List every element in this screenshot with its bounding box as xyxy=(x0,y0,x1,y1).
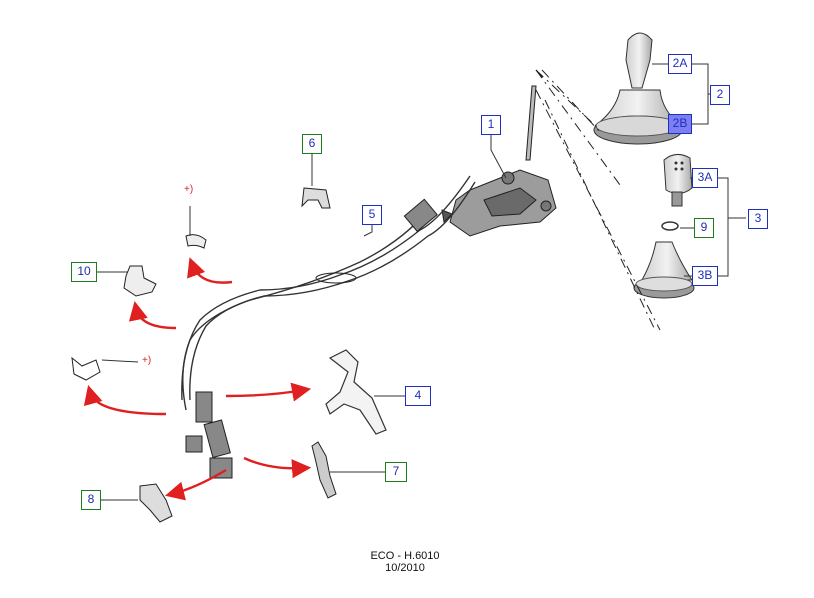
callout-6[interactable]: 6 xyxy=(302,134,322,154)
clip-part-top xyxy=(185,234,207,249)
shift-cables xyxy=(181,175,476,411)
plus-marker-top: +) xyxy=(184,184,194,195)
callout-8[interactable]: 8 xyxy=(81,490,101,510)
plus-marker-mid: +) xyxy=(142,355,152,366)
callout-5[interactable]: 5 xyxy=(362,205,382,225)
boot-3b xyxy=(633,241,695,299)
bracket-part xyxy=(325,349,387,435)
callout-2a[interactable]: 2A xyxy=(668,54,692,74)
callout-3a[interactable]: 3A xyxy=(692,168,718,188)
callout-7[interactable]: 7 xyxy=(385,462,407,482)
connector-part-7 xyxy=(311,441,337,499)
callout-10[interactable]: 10 xyxy=(71,262,97,282)
assembly-dash-lines xyxy=(535,69,661,331)
cable-ends xyxy=(185,198,438,479)
clip-part-left xyxy=(71,356,101,381)
callout-9[interactable]: 9 xyxy=(694,218,714,238)
gear-knob-3a xyxy=(663,154,693,207)
leader-lines xyxy=(96,63,746,501)
diagram-code: ECO - H.6010 xyxy=(370,550,440,562)
callout-2b[interactable]: 2B xyxy=(668,114,692,134)
connector-part-8 xyxy=(139,483,173,523)
callout-1[interactable]: 1 xyxy=(481,115,501,135)
diagram-date: 10/2010 xyxy=(385,562,425,574)
red-arrows xyxy=(83,257,312,501)
shifter-mechanism xyxy=(441,85,557,237)
gear-knob-with-boot xyxy=(593,32,683,145)
washer-part xyxy=(661,221,679,231)
callout-4[interactable]: 4 xyxy=(405,386,431,406)
clip-part-6 xyxy=(301,187,331,209)
clip-part-10 xyxy=(123,265,157,297)
callout-3[interactable]: 3 xyxy=(748,209,768,229)
callout-3b[interactable]: 3B xyxy=(692,266,718,286)
callout-2[interactable]: 2 xyxy=(710,85,730,105)
